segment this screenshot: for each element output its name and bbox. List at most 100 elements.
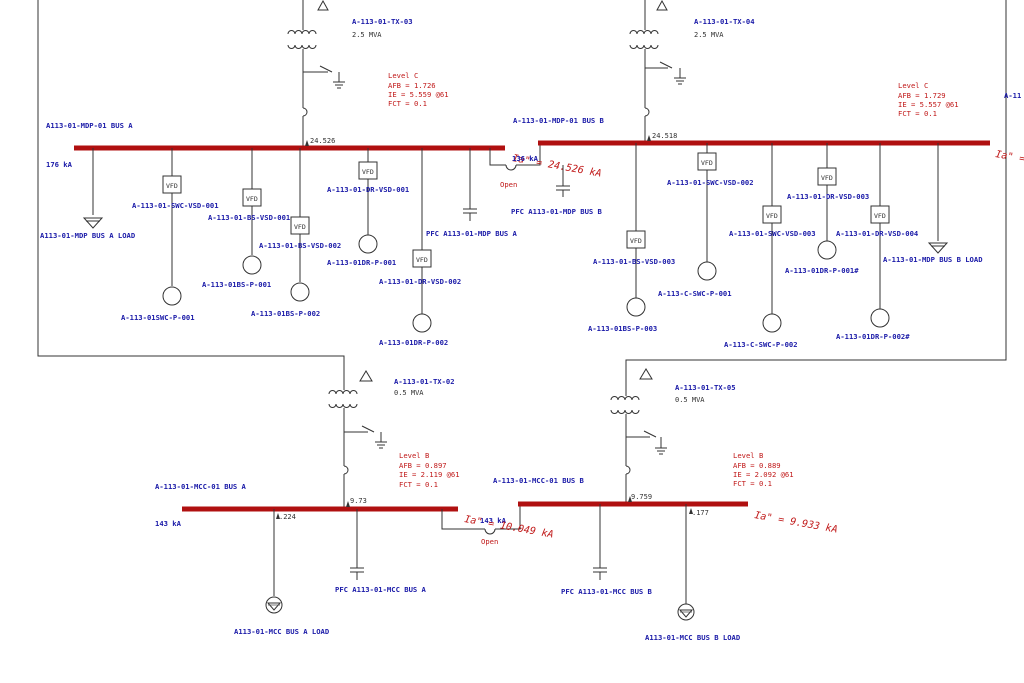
mcc-b-load[interactable]: .177 A113-01-MCC BUS B LOAD xyxy=(645,504,740,642)
bus-mdp-b-label: A-113-01-MDP-01 BUS B xyxy=(513,116,605,125)
feeder-dr-vsd-001[interactable]: VFD A-113-01-DR-VSD-001 A-113-01DR-P-001 xyxy=(327,148,409,267)
ground-switch-icon xyxy=(344,425,387,449)
vsd-label: A-113-01-DR-VSD-004 xyxy=(836,229,918,238)
transformer-tx-04[interactable]: A-113-01-TX-04 2.5 MVA xyxy=(629,0,755,143)
edge-label: A-11 xyxy=(1004,91,1021,100)
tx-05-name: A-113-01-TX-05 xyxy=(675,383,736,392)
bus-mdp-a-ka: 176 kA xyxy=(46,160,73,169)
motor-label: A-113-01DR-P-002# xyxy=(836,332,910,341)
feeder-swc-vsd-003[interactable]: VFD A-113-01-SWC-VSD-003 A-113-C-SWC-P-0… xyxy=(724,143,816,349)
pfc-mdp-a[interactable]: PFC A113-01-MDP BUS A xyxy=(426,148,518,238)
pfc-label: PFC A113-01-MDP BUS B xyxy=(511,207,603,216)
tx-02-rating: 0.5 MVA xyxy=(394,389,424,397)
mcc-b-load-feed: .177 xyxy=(692,509,709,517)
svg-text:VFD: VFD xyxy=(766,212,778,220)
tie-status: Open xyxy=(481,537,498,546)
pfc-label: PFC A113-01-MCC BUS A xyxy=(335,585,427,594)
svg-text:IE = 2.092 @61: IE = 2.092 @61 xyxy=(733,470,794,479)
motor-label: A-113-01DR-P-002 xyxy=(379,338,448,347)
tx-04-rating: 2.5 MVA xyxy=(694,31,724,39)
mcc-b-load-label: A113-01-MCC BUS B LOAD xyxy=(645,633,740,642)
svg-text:IE = 2.119 @61: IE = 2.119 @61 xyxy=(399,470,460,479)
delta-icon xyxy=(359,370,373,382)
mdp-b-load-label: A-113-01-MDP BUS B LOAD xyxy=(883,255,983,264)
transformer-tx-03[interactable]: A-113-01-TX-03 2.5 MVA xyxy=(287,0,413,148)
svg-text:VFD: VFD xyxy=(701,159,713,167)
feeder-bs-vsd-003[interactable]: VFD A-113-01-BS-VSD-003 A-113-01BS-P-003 xyxy=(588,143,675,333)
ground-switch-icon xyxy=(645,61,686,85)
svg-text:Level B: Level B xyxy=(733,451,763,460)
svg-text:Level B: Level B xyxy=(399,451,429,460)
bus-mcc-b-label: A-113-01-MCC-01 BUS B xyxy=(493,476,585,485)
bus-mcc-a-label: A-113-01-MCC-01 BUS A xyxy=(155,482,247,491)
arc-flash-label-mdp-b: Level C AFB = 1.729 IE = 5.557 @61 FCT =… xyxy=(898,81,959,118)
mdp-a-load[interactable]: A113-01-MDP BUS A LOAD xyxy=(40,148,135,240)
bus-mdp-b-feed: 24.518 xyxy=(652,132,677,140)
tie-status: Open xyxy=(500,180,517,189)
mdp-b-load[interactable]: A-113-01-MDP BUS B LOAD xyxy=(883,143,983,264)
feeder-bs-vsd-001[interactable]: VFD A-113-01-BS-VSD-001 A-113-01BS-P-001 xyxy=(202,148,290,289)
svg-text:FCT = 0.1: FCT = 0.1 xyxy=(399,480,438,489)
vsd-label: A-113-01-SWC-VSD-001 xyxy=(132,201,219,210)
vsd-label: A-113-01-BS-VSD-003 xyxy=(593,257,675,266)
svg-text:VFD: VFD xyxy=(874,212,886,220)
pfc-mcc-b[interactable]: PFC A113-01-MCC BUS B xyxy=(561,504,653,596)
motor-label: A-113-C-SWC-P-001 xyxy=(658,289,732,298)
bus-mdp-a-feed: 24.526 xyxy=(310,137,335,145)
pfc-label: PFC A113-01-MCC BUS B xyxy=(561,587,653,596)
transformer-tx-05[interactable]: A-113-01-TX-05 0.5 MVA xyxy=(610,368,736,503)
arc-flash-label-mcc-b: Level B AFB = 0.889 IE = 2.092 @61 FCT =… xyxy=(733,451,794,488)
feeder-dr-vsd-004[interactable]: VFD A-113-01-DR-VSD-004 A-113-01DR-P-002… xyxy=(836,143,918,341)
bus-mdp-a[interactable]: A113-01-MDP-01 BUS A 176 kA 24.526 xyxy=(46,121,505,169)
tie-breaker-mcc[interactable]: Open 143 kA xyxy=(441,505,521,546)
arc-flash-label-mcc-a: Level B AFB = 0.897 IE = 2.119 @61 FCT =… xyxy=(399,451,460,489)
mcc-a-load[interactable]: .224 A113-01-MCC BUS A LOAD xyxy=(234,509,329,636)
feeder-swc-vsd-002[interactable]: VFD A-113-01-SWC-VSD-002 A-113-C-SWC-P-0… xyxy=(658,143,754,298)
bus-mdp-b-ka: 136 kA xyxy=(512,154,539,163)
motor-label: A-113-01DR-P-001# xyxy=(785,266,859,275)
pfc-mcc-a[interactable]: PFC A113-01-MCC BUS A xyxy=(335,509,427,594)
bus-mcc-a[interactable]: A-113-01-MCC-01 BUS A 143 kA 9.73 xyxy=(155,482,458,528)
arc-level: Level C xyxy=(388,71,418,80)
vfd-text: VFD xyxy=(166,182,178,190)
feeder-dr-vsd-003[interactable]: VFD A-113-01-DR-VSD-003 A-113-01DR-P-001… xyxy=(785,143,869,275)
tx-03-name: A-113-01-TX-03 xyxy=(352,17,413,26)
ia-label-edge: Ia" = xyxy=(994,149,1024,165)
feeder-dr-vsd-002[interactable]: VFD A-113-01-DR-VSD-002 A-113-01DR-P-002 xyxy=(379,148,461,347)
delta-icon xyxy=(317,0,329,11)
feeder-bs-vsd-002[interactable]: VFD A-113-01-BS-VSD-002 A-113-01BS-P-002 xyxy=(251,148,341,318)
svg-text:AFB = 0.897: AFB = 0.897 xyxy=(399,461,447,470)
ground-switch-icon xyxy=(626,430,667,455)
motor-label: A-113-01SWC-P-001 xyxy=(121,313,195,322)
bus-mcc-b[interactable]: A-113-01-MCC-01 BUS B 9.759 xyxy=(493,476,748,507)
tie-breaker-mdp[interactable]: Open xyxy=(489,143,541,189)
feeder-frame xyxy=(37,0,1007,382)
motor-label: A-113-01BS-P-001 xyxy=(202,280,271,289)
feeder-swc-vsd-001[interactable]: VFD A-113-01-SWC-VSD-001 A-113-01SWC-P-0… xyxy=(121,148,219,322)
svg-text:VFD: VFD xyxy=(294,223,306,231)
vsd-label: A-113-01-BS-VSD-002 xyxy=(259,241,341,250)
svg-text:VFD: VFD xyxy=(821,174,833,182)
arc-level: Level C xyxy=(898,81,928,90)
delta-icon xyxy=(639,368,653,380)
tx-02-name: A-113-01-TX-02 xyxy=(394,377,455,386)
mdp-a-load-label: A113-01-MDP BUS A LOAD xyxy=(40,231,135,240)
transformer-tx-02[interactable]: A-113-01-TX-02 0.5 MVA xyxy=(328,370,455,509)
bus-mdp-b[interactable]: A-113-01-MDP-01 BUS B 136 kA 24.518 xyxy=(512,116,990,163)
motor-label: A-113-01DR-P-001 xyxy=(327,258,396,267)
tx-04-name: A-113-01-TX-04 xyxy=(694,17,755,26)
bus-mcc-b-ka: 143 kA xyxy=(480,516,507,525)
pfc-mdp-b[interactable]: PFC A113-01-MDP BUS B xyxy=(511,165,603,216)
arc-fct: FCT = 0.1 xyxy=(898,109,937,118)
feed-arrows xyxy=(276,135,693,519)
svg-text:AFB = 0.889: AFB = 0.889 xyxy=(733,461,781,470)
arc-fct: FCT = 0.1 xyxy=(388,99,427,108)
mcc-a-load-label: A113-01-MCC BUS A LOAD xyxy=(234,627,329,636)
arc-afb: AFB = 1.726 xyxy=(388,81,436,90)
vsd-label: A-113-01-BS-VSD-001 xyxy=(208,213,290,222)
svg-text:FCT = 0.1: FCT = 0.1 xyxy=(733,479,772,488)
tx-05-rating: 0.5 MVA xyxy=(675,396,705,404)
motor-label: A-113-01BS-P-003 xyxy=(588,324,657,333)
arc-ie: IE = 5.557 @61 xyxy=(898,100,959,109)
